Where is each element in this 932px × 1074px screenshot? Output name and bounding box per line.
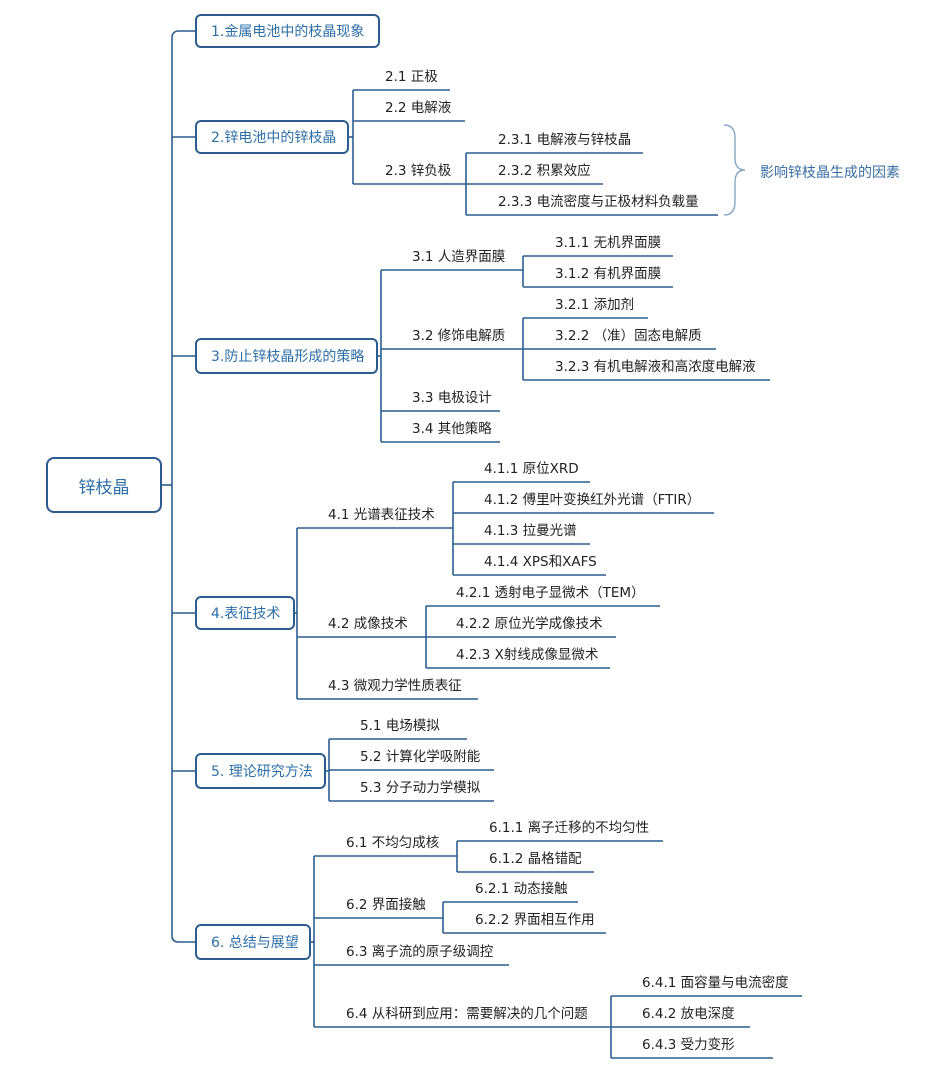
node-5-1[interactable]: 5.1 电场模拟 — [360, 718, 440, 734]
node-6-4-1[interactable]: 6.4.1 面容量与电流密度 — [642, 975, 789, 991]
node-2-3[interactable]: 2.3 锌负极 — [385, 163, 452, 179]
node-2-1[interactable]: 2.1 正极 — [385, 69, 438, 85]
node-4-2-1[interactable]: 4.2.1 透射电子显微术（TEM） — [456, 585, 645, 601]
node-4-2-2[interactable]: 4.2.2 原位光学成像技术 — [456, 616, 603, 632]
node-2-2[interactable]: 2.2 电解液 — [385, 100, 452, 116]
node-3-2-2[interactable]: 3.2.2 （准）固态电解质 — [555, 328, 702, 344]
node-3-2-3[interactable]: 3.2.3 有机电解液和高浓度电解液 — [555, 359, 756, 375]
node-6-3[interactable]: 6.3 离子流的原子级调控 — [346, 944, 494, 960]
node-6-2[interactable]: 6.2 界面接触 — [346, 897, 426, 913]
node-3-3[interactable]: 3.3 电极设计 — [412, 390, 492, 406]
section-3-box[interactable]: 3.防止锌枝晶形成的策略 — [195, 338, 378, 374]
brace — [723, 124, 746, 216]
node-3-4[interactable]: 3.4 其他策略 — [412, 421, 492, 437]
node-5-3[interactable]: 5.3 分子动力学模拟 — [360, 780, 481, 796]
node-4-2-3[interactable]: 4.2.3 X射线成像显微术 — [456, 647, 599, 663]
node-3-1-2[interactable]: 3.1.2 有机界面膜 — [555, 266, 662, 282]
node-3-1-1[interactable]: 3.1.1 无机界面膜 — [555, 235, 662, 251]
node-2-3-1[interactable]: 2.3.1 电解液与锌枝晶 — [498, 132, 632, 148]
section-5-box[interactable]: 5. 理论研究方法 — [195, 753, 326, 789]
section-6-box[interactable]: 6. 总结与展望 — [195, 924, 311, 960]
node-4-1-2[interactable]: 4.1.2 傅里叶变换红外光谱（FTIR） — [484, 492, 701, 508]
root-node[interactable]: 锌枝晶 — [46, 457, 162, 513]
node-6-1-1[interactable]: 6.1.1 离子迁移的不均匀性 — [489, 820, 650, 836]
node-4-2[interactable]: 4.2 成像技术 — [328, 616, 408, 632]
node-6-4-2[interactable]: 6.4.2 放电深度 — [642, 1006, 735, 1022]
section-1-box[interactable]: 1.金属电池中的枝晶现象 — [195, 14, 380, 48]
node-4-1-4[interactable]: 4.1.4 XPS和XAFS — [484, 554, 597, 570]
node-6-4[interactable]: 6.4 从科研到应用：需要解决的几个问题 — [346, 1006, 588, 1022]
section-2-box[interactable]: 2.锌电池中的锌枝晶 — [195, 120, 349, 154]
link-section-1 — [171, 30, 195, 39]
node-6-2-1[interactable]: 6.2.1 动态接触 — [475, 881, 568, 897]
node-6-1[interactable]: 6.1 不均匀成核 — [346, 835, 440, 851]
node-4-1-1[interactable]: 4.1.1 原位XRD — [484, 461, 579, 477]
node-5-2[interactable]: 5.2 计算化学吸附能 — [360, 749, 481, 765]
node-3-1[interactable]: 3.1 人造界面膜 — [412, 249, 506, 265]
node-4-3[interactable]: 4.3 微观力学性质表征 — [328, 678, 462, 694]
node-4-1-3[interactable]: 4.1.3 拉曼光谱 — [484, 523, 577, 539]
node-6-2-2[interactable]: 6.2.2 界面相互作用 — [475, 912, 595, 928]
node-4-1[interactable]: 4.1 光谱表征技术 — [328, 507, 435, 523]
node-3-2[interactable]: 3.2 修饰电解质 — [412, 328, 506, 344]
section-4-box[interactable]: 4.表征技术 — [195, 596, 295, 630]
link-section-6 — [171, 935, 195, 943]
brace-note: 影响锌枝晶生成的因素 — [760, 165, 900, 181]
node-2-3-2[interactable]: 2.3.2 积累效应 — [498, 163, 591, 179]
node-6-4-3[interactable]: 6.4.3 受力变形 — [642, 1037, 735, 1053]
node-6-1-2[interactable]: 6.1.2 晶格错配 — [489, 851, 582, 867]
node-3-2-1[interactable]: 3.2.1 添加剂 — [555, 297, 635, 313]
node-2-3-3[interactable]: 2.3.3 电流密度与正极材料负载量 — [498, 194, 699, 210]
